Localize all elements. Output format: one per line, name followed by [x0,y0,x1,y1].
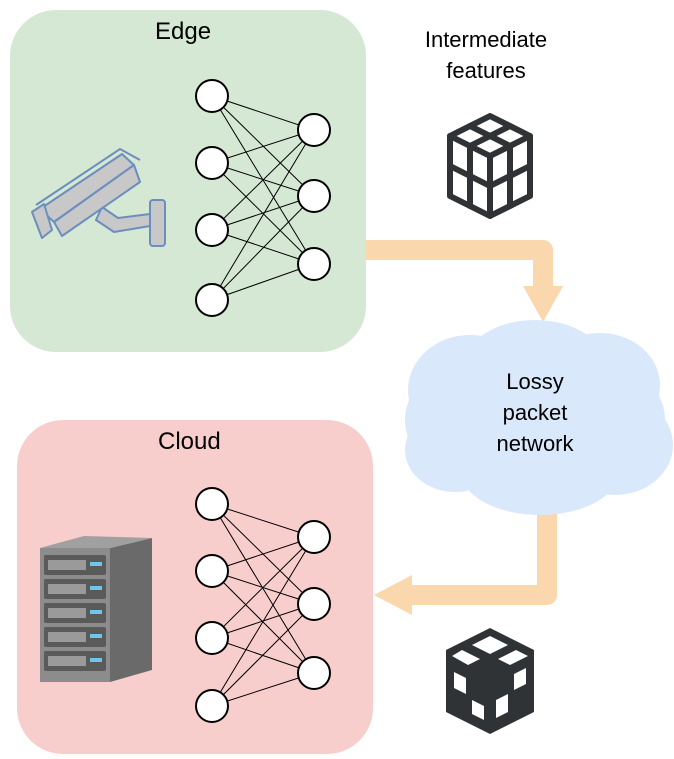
edge-to-network-arrow [366,240,563,322]
cube-grid-icon [447,113,533,219]
security-camera-icon [31,147,166,247]
cloud-neurons [195,487,331,723]
features-label-line1: Intermediate [424,27,548,52]
cloud-output-neuron [297,656,331,690]
network-label-line3: network [496,431,574,456]
server-vents [48,560,86,666]
edge-input-neuron [195,79,229,113]
edge-input-neuron [195,213,229,247]
cloud-title: Cloud [158,428,221,455]
features-label-line2: features [446,58,526,83]
features-label: Intermediate features [402,24,570,86]
edge-input-neuron [195,283,229,317]
edge-output-neuron [297,247,331,281]
network-label: Lossy packet network [440,366,630,459]
cloud-input-neuron [195,689,229,723]
cube-grid-lossy-icon [446,628,534,734]
network-to-cloud-arrow [374,512,557,615]
edge-output-neuron [297,179,331,213]
cloud-output-neuron [297,587,331,621]
cloud-input-neuron [195,621,229,655]
cloud-neural-network [211,503,315,707]
cloud-input-neuron [195,487,229,521]
cloud-input-neuron [195,554,229,588]
edge-neurons [195,79,331,317]
server-rack-icon [40,536,152,682]
network-label-line1: Lossy [506,369,564,394]
edge-neural-network [211,95,315,301]
edge-output-neuron [297,113,331,147]
network-label-line2: packet [502,400,568,425]
edge-title: Edge [155,18,212,45]
cloud-output-neuron [297,520,331,554]
network-cloud-shape [405,320,673,515]
edge-input-neuron [195,146,229,180]
server-leds [90,562,102,662]
edge-panel [10,10,366,352]
